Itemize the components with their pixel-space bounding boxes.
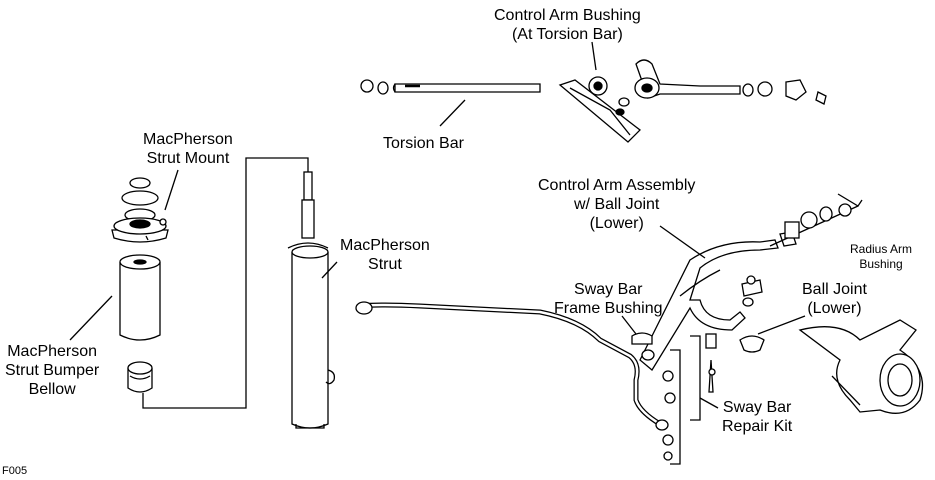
strut-part — [287, 171, 336, 429]
leader-control-arm-bushing — [591, 41, 597, 71]
sway-bar-repair-kit-part — [662, 333, 717, 465]
leader-ball-joint — [757, 315, 806, 335]
figure-id: F005 — [2, 465, 28, 477]
ball-joint-part — [739, 275, 765, 353]
lower-control-arm-part — [639, 231, 797, 371]
leader-bumper-bellow — [69, 295, 113, 341]
leader-frame-bushing — [621, 315, 637, 335]
strut-mount-part — [111, 177, 169, 243]
strut-bumper-bellow-part — [119, 254, 161, 393]
leader-strut-mount — [164, 169, 179, 211]
leader-repair-kit — [699, 397, 719, 409]
connector-bracket — [142, 157, 309, 409]
upper-control-arm-part — [558, 59, 827, 143]
label-control-arm-bushing: Control Arm Bushing(At Torsion Bar) — [494, 7, 641, 43]
leader-control-arm-assembly — [659, 225, 706, 259]
label-ball-joint: Ball Joint(Lower) — [802, 281, 867, 317]
radius-arm-bushing-part — [769, 193, 863, 247]
torsion-bar-part — [360, 79, 541, 95]
leader-strut — [321, 261, 338, 279]
sway-bar-frame-bushing-part — [631, 332, 655, 361]
sway-bar-part — [355, 301, 669, 431]
steering-knuckle-part — [798, 319, 924, 414]
label-torsion-bar: Torsion Bar — [383, 135, 464, 152]
leader-torsion-bar — [439, 99, 466, 127]
